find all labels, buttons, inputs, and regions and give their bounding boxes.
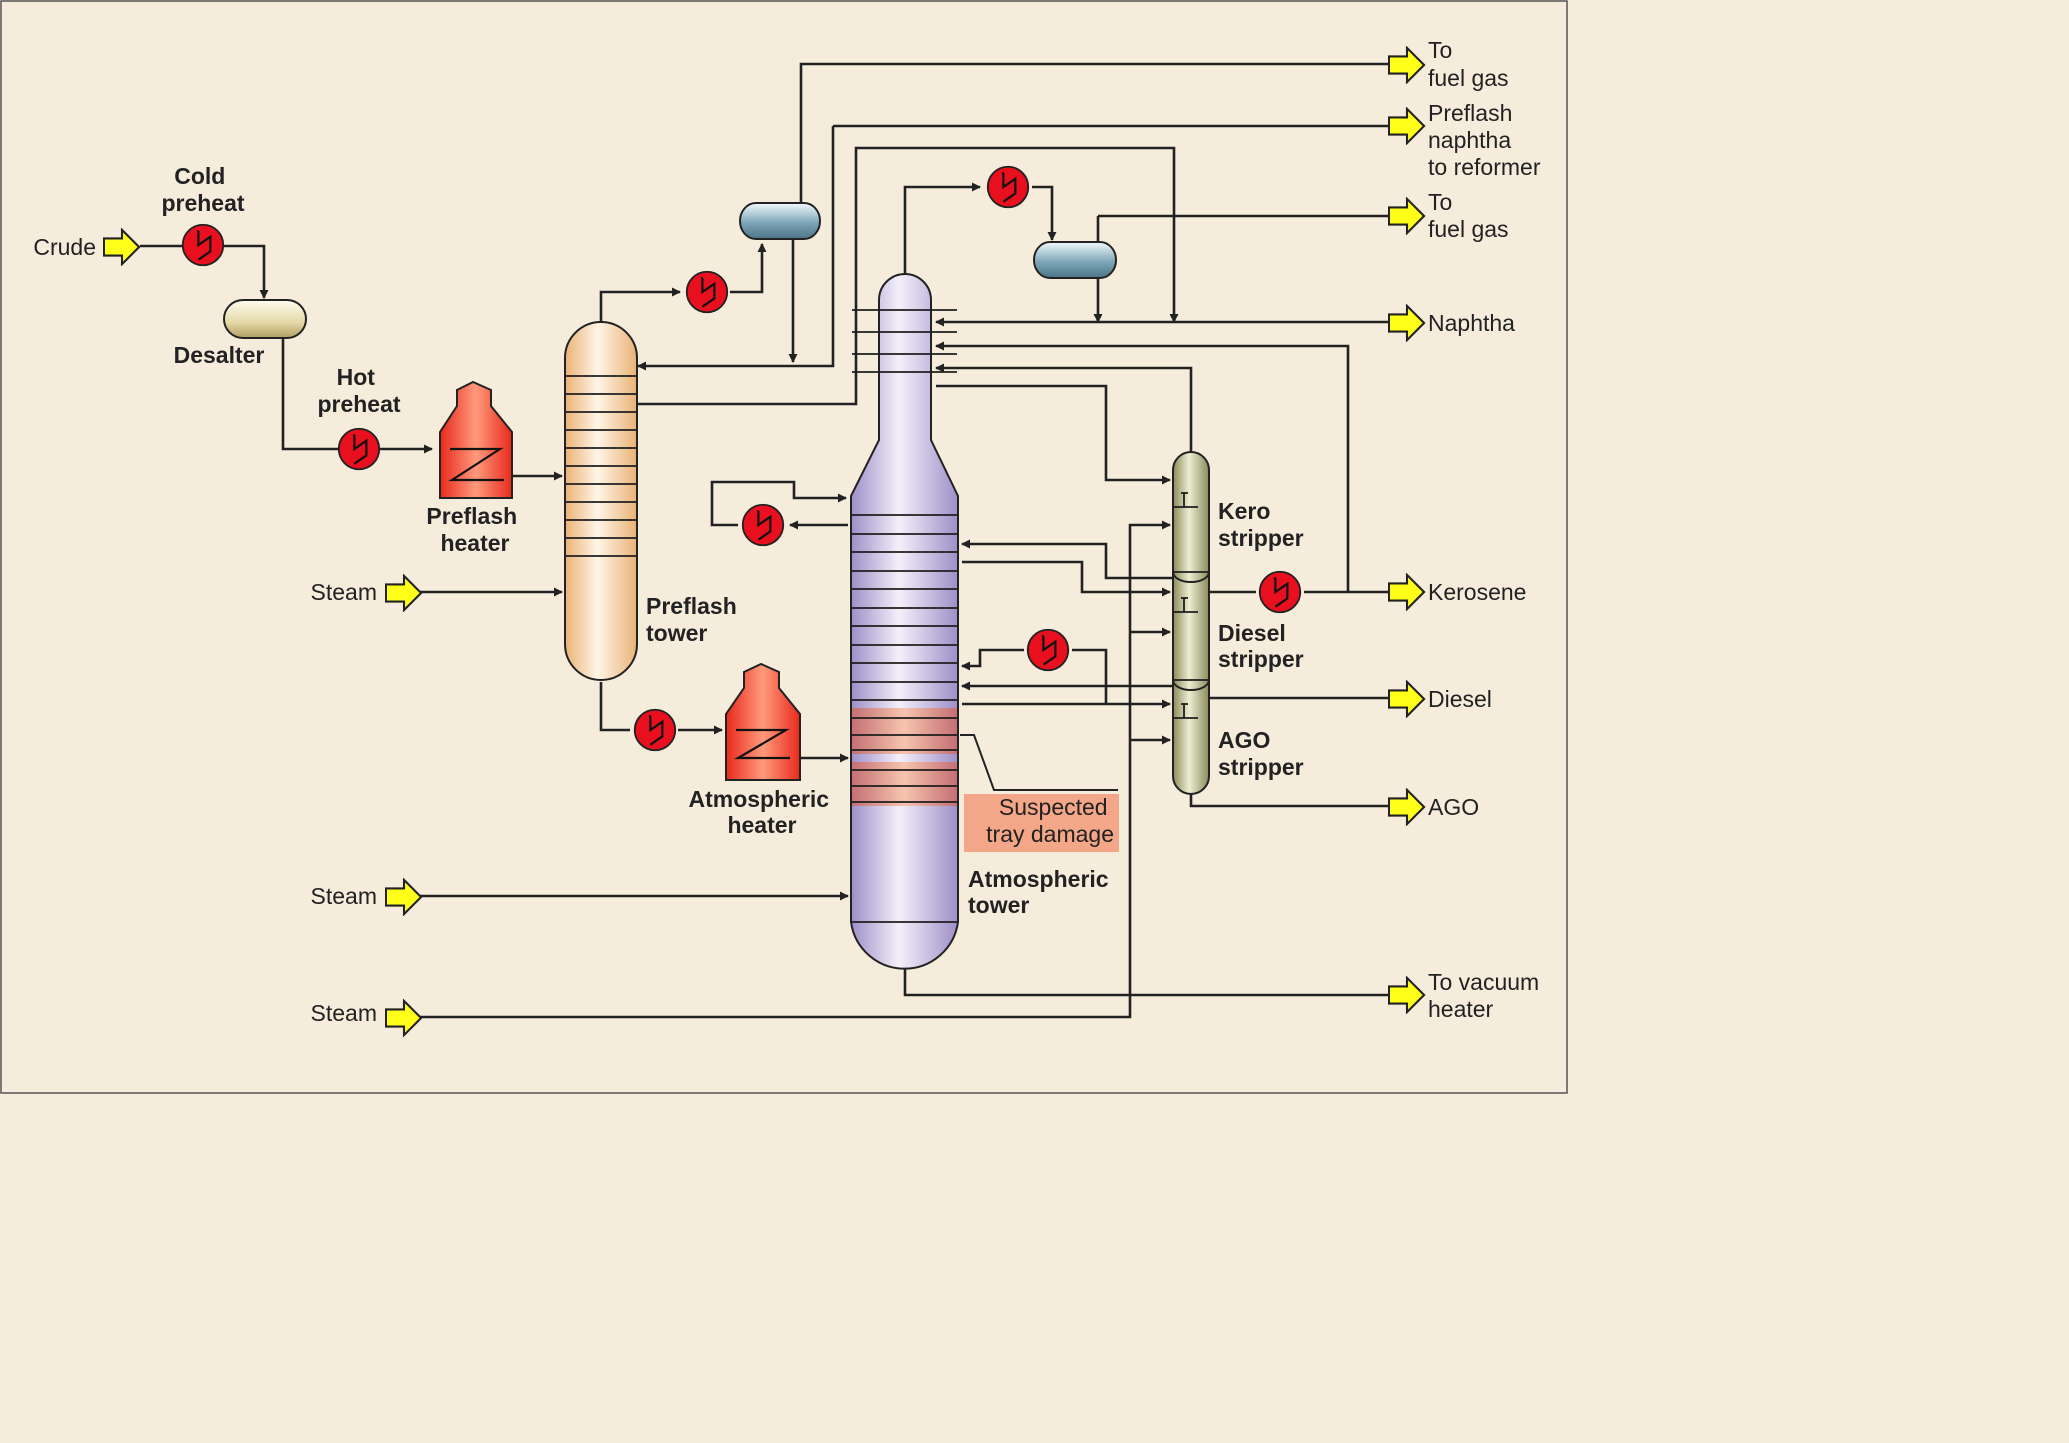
fuel-gas-output-label-1: To fuel gas — [1428, 37, 1509, 91]
steam-label-1: Steam — [311, 579, 377, 605]
cold-preheat-exchanger — [181, 223, 225, 267]
side-strippers — [1172, 451, 1210, 795]
kero-stripper-label: Kero stripper — [1218, 498, 1304, 551]
atmospheric-tower-vessel — [850, 273, 959, 970]
bottom-pumparound-exchanger — [1026, 628, 1070, 672]
preflash-bottoms-exchanger — [633, 708, 677, 752]
preflash-overhead-drum — [739, 202, 821, 240]
preflash-heater-furnace — [439, 380, 513, 499]
preflash-overhead-exchanger — [685, 270, 729, 314]
atmospheric-overhead-drum — [1033, 241, 1117, 279]
kerosene-exchanger — [1258, 570, 1302, 614]
preflash-tower-label: Preflash tower — [646, 593, 743, 646]
ago-output-label: AGO — [1428, 794, 1479, 820]
preflash-naphtha-output-label: Preflash naphtha to reformer — [1428, 100, 1541, 180]
desalter-vessel — [223, 299, 307, 339]
suspected-tray-damage-label: Suspected tray damage — [986, 794, 1114, 847]
cold-preheat-label: Cold preheat — [161, 163, 244, 216]
atmospheric-heater-label: Atmospheric heater — [689, 786, 836, 838]
piping — [140, 62, 1392, 1019]
diesel-stripper-label: Diesel stripper — [1218, 620, 1304, 672]
preflash-tower-vessel — [564, 321, 638, 681]
top-pumparound-exchanger — [741, 503, 785, 547]
naphtha-output-label: Naphtha — [1428, 310, 1515, 336]
kerosene-output-label: Kerosene — [1428, 579, 1526, 605]
atmospheric-tower-label: Atmospheric tower — [968, 866, 1115, 918]
hot-preheat-exchanger — [337, 427, 381, 471]
damaged-tray-band-lower — [852, 762, 957, 806]
crude-label: Crude — [33, 234, 96, 260]
damaged-tray-band-upper — [852, 708, 957, 754]
diagram-frame — [0, 0, 1568, 1094]
fuel-gas-output-label-2: To fuel gas — [1428, 189, 1509, 242]
suspected-tray-damage-box — [964, 794, 1119, 852]
refinery-process-diagram: Crude Cold preheat Desalter Hot preheat … — [0, 0, 1568, 1094]
steam-label-2: Steam — [311, 883, 377, 909]
desalter-label: Desalter — [174, 342, 265, 368]
atmospheric-heater-furnace — [725, 662, 801, 781]
ago-stripper-label: AGO stripper — [1218, 727, 1304, 780]
vacuum-heater-output-label: To vacuum heater — [1428, 969, 1546, 1022]
steam-label-3: Steam — [311, 1000, 377, 1026]
diesel-output-label: Diesel — [1428, 686, 1492, 712]
hot-preheat-label: Hot preheat — [317, 364, 400, 417]
preflash-heater-label: Preflash heater — [426, 503, 523, 556]
atmospheric-overhead-exchanger — [986, 165, 1030, 209]
